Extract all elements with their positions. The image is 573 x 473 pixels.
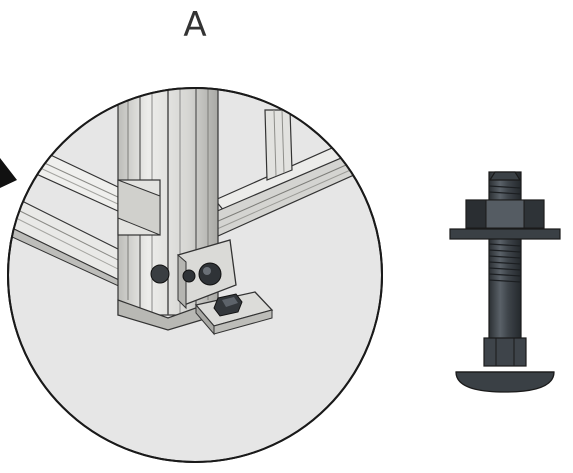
left-slot-bolt: [150, 264, 170, 284]
hex-nut: [465, 199, 545, 229]
bolt-shaft: [488, 171, 522, 348]
right-background-post: [264, 109, 293, 181]
bolt-square-neck: [483, 337, 527, 367]
corner-bracket: [177, 239, 237, 310]
detail-view: [7, 87, 383, 463]
bolt-threads: [488, 185, 522, 283]
detail-label: A: [183, 5, 207, 45]
bolt-dome-head: [455, 371, 555, 393]
flat-washer: [449, 228, 561, 240]
foot-plate: [194, 291, 274, 336]
rail-clamp: [117, 179, 161, 236]
callout-arrow-icon: [0, 158, 17, 188]
carriage-bolt-icon: [449, 171, 561, 393]
